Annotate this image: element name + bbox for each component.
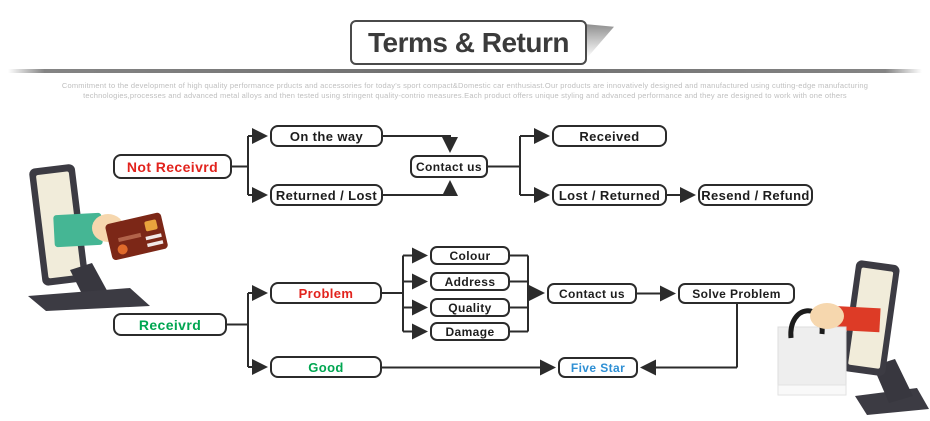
header-divider (8, 69, 922, 73)
credit-card-payment-illustration (28, 164, 168, 311)
tagline-line-1: Commitment to the development of high qu… (61, 81, 869, 90)
monitor-base (28, 288, 150, 311)
sleeve (831, 305, 881, 333)
flow-node-returned-lost: Returned / Lost (270, 184, 383, 206)
flow-node-resend-refund: Resend / Refund (698, 184, 813, 206)
page-title: Terms & Return (350, 20, 587, 65)
flow-node-lost-returned: Lost / Returned (552, 184, 667, 206)
flow-node-issue-address: Address (430, 272, 510, 291)
flow-node-not-received: Not Receivrd (113, 154, 232, 179)
shopping-bag-icon (777, 326, 847, 396)
flow-node-receivrd: Receivrd (113, 313, 227, 336)
tagline-line-2: technologies,processes and advanced meta… (83, 90, 847, 100)
flow-node-problem: Problem (270, 282, 382, 304)
flow-node-good: Good (270, 356, 382, 378)
flow-node-five-star: Five Star (558, 357, 638, 378)
fingers (813, 312, 823, 326)
credit-card-icon (105, 212, 168, 261)
flow-node-contact-us-top: Contact us (410, 155, 488, 178)
shopping-bag-delivery-illustration (777, 260, 929, 415)
flow-node-issue-colour: Colour (430, 246, 510, 265)
flow-node-received: Received (552, 125, 667, 147)
tagline: Commitment to the development of high qu… (0, 81, 930, 100)
bag-bottom-strip (777, 384, 847, 396)
flow-node-contact-us-bottom: Contact us (547, 283, 637, 304)
sleeve (53, 212, 103, 248)
flow-node-issue-quality: Quality (430, 298, 510, 317)
flow-node-on-the-way: On the way (270, 125, 383, 147)
flow-node-solve-problem: Solve Problem (678, 283, 795, 304)
flow-node-issue-damage: Damage (430, 322, 510, 341)
